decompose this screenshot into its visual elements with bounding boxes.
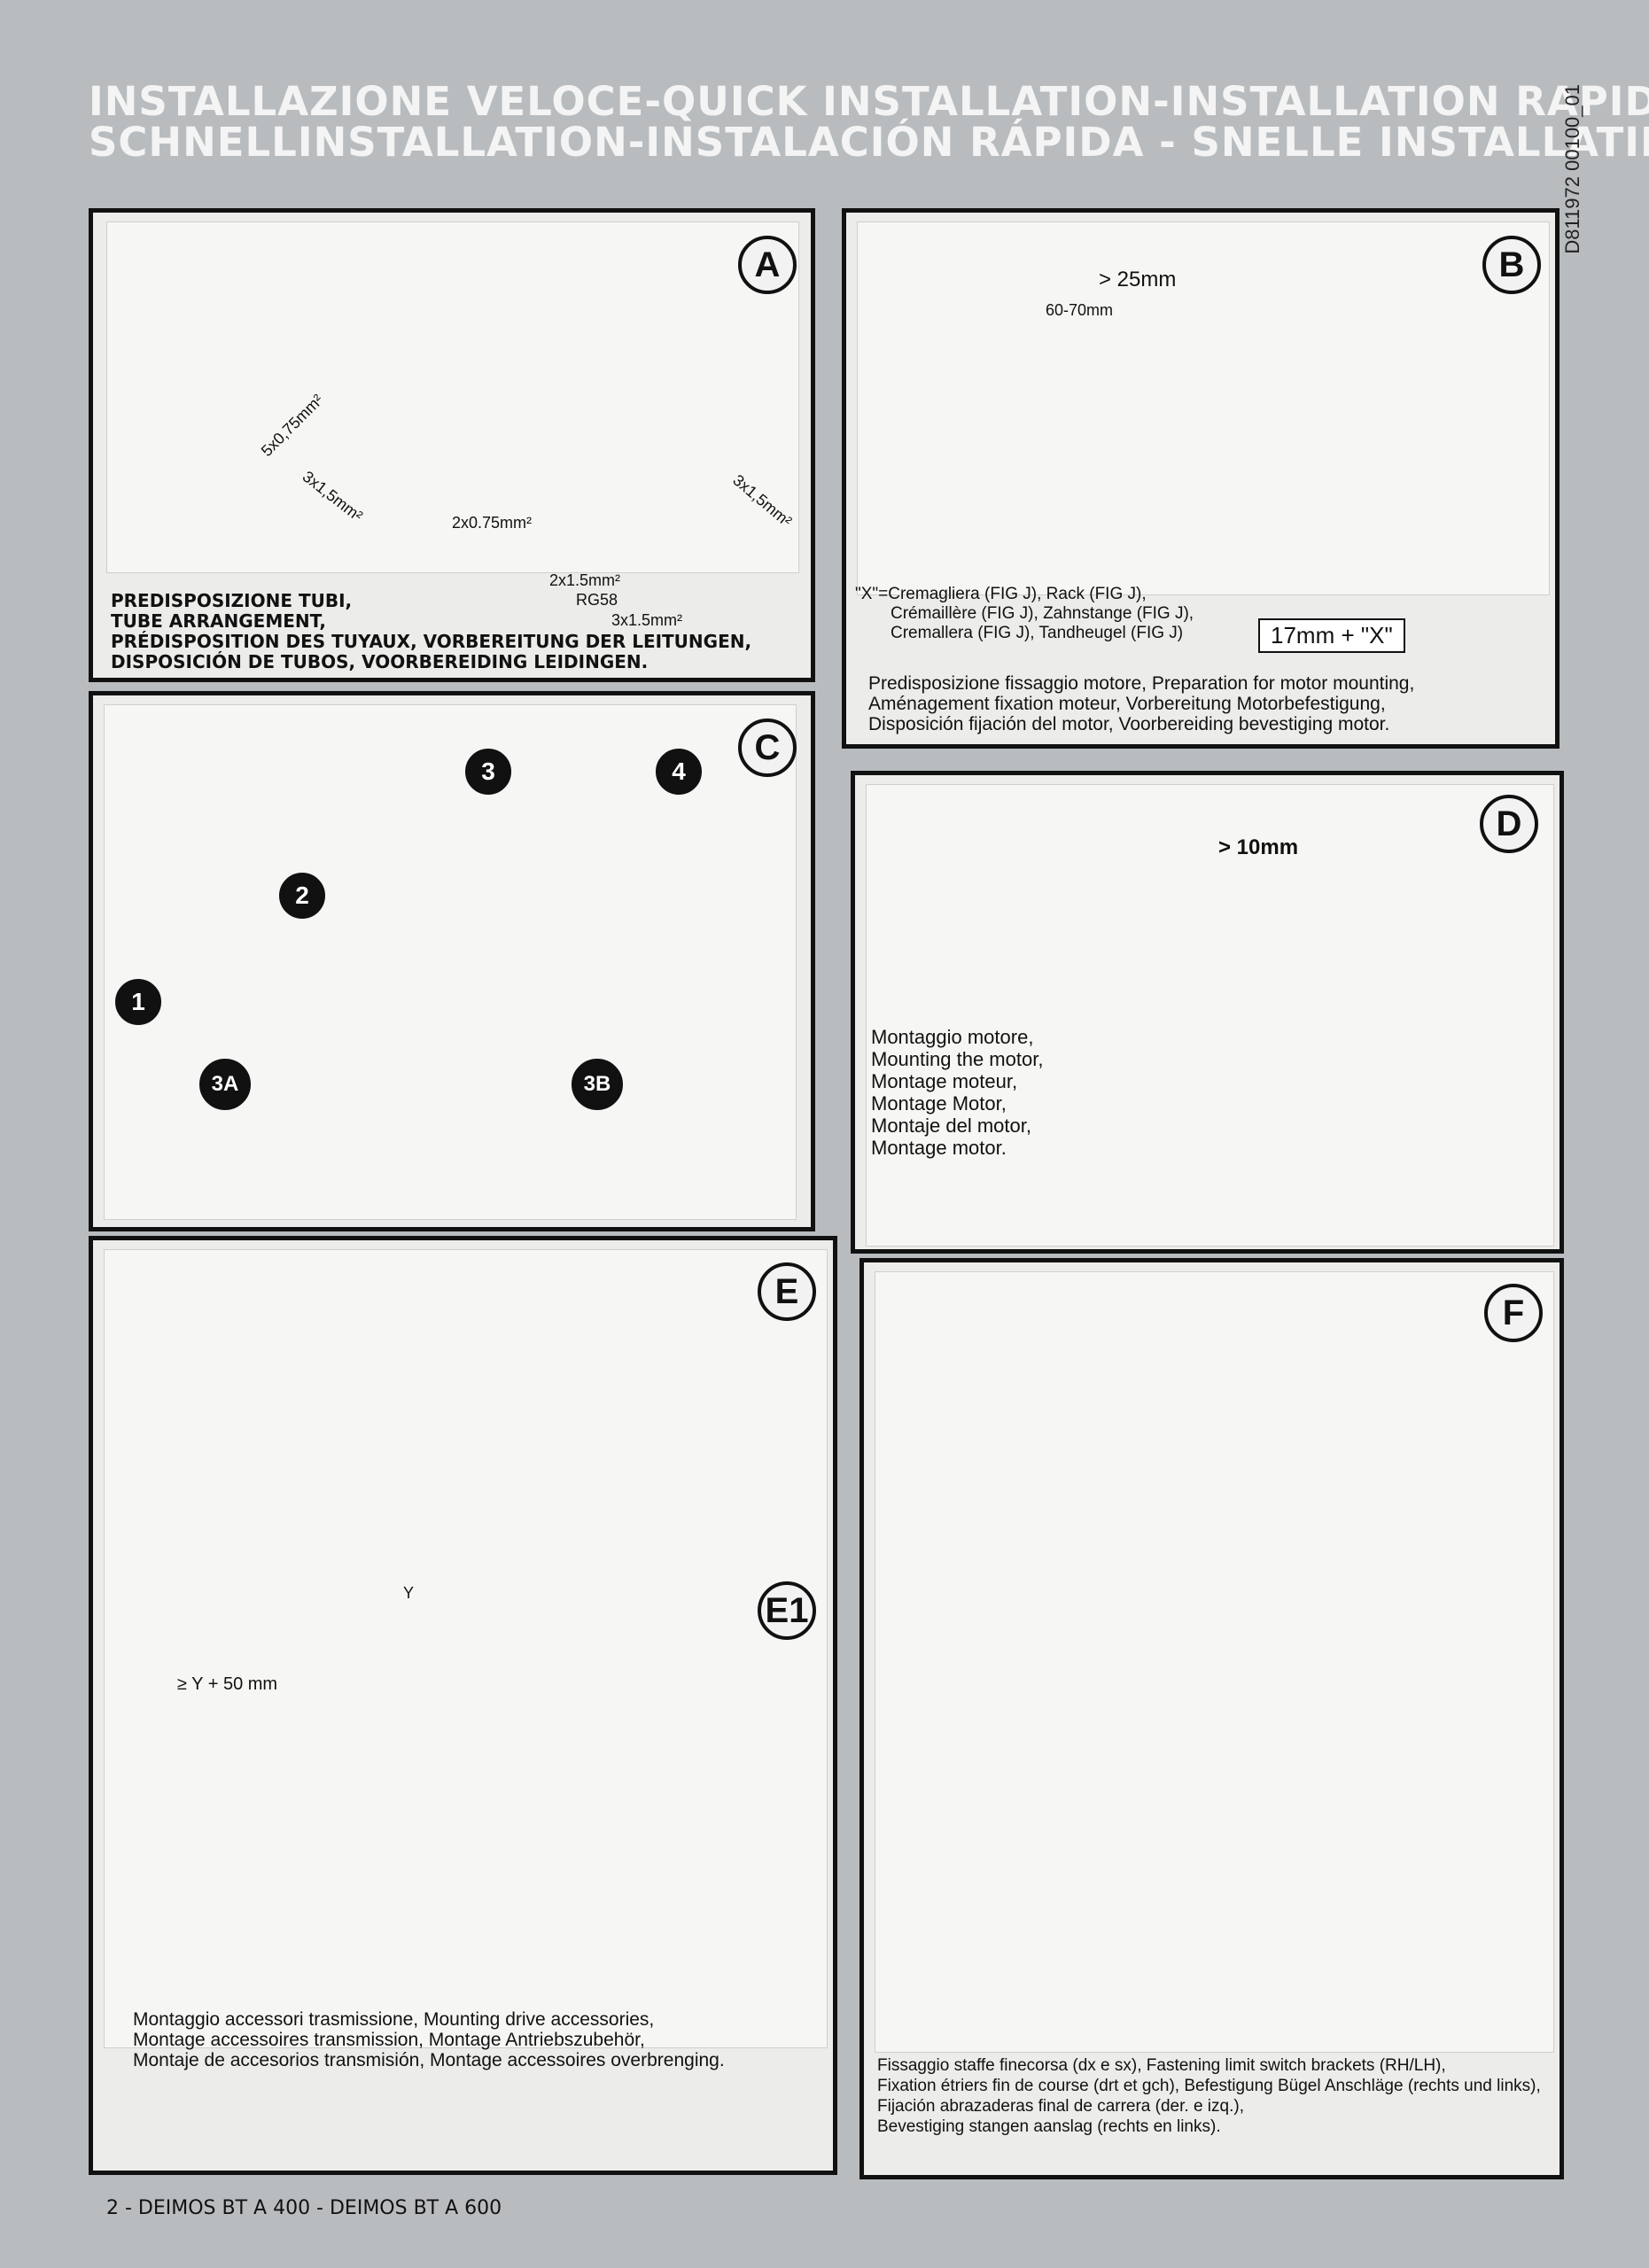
panel-badge: D bbox=[1480, 795, 1538, 853]
panel-caption: Predisposizione fissaggio motore, Prepar… bbox=[868, 673, 1414, 734]
panel-badge: E1 bbox=[758, 1581, 816, 1640]
caption-line: PREDISPOSIZIONE TUBI, bbox=[111, 590, 353, 611]
caption-line: Montage moteur, bbox=[871, 1070, 1018, 1092]
panel-d: D > 10mm Montaggio motore, Mounting the … bbox=[851, 771, 1564, 1254]
caption-line: Montage accessoires transmission, Montag… bbox=[133, 2030, 645, 2050]
panel-badge: B bbox=[1482, 236, 1541, 294]
step-badge: 3B bbox=[572, 1059, 623, 1110]
caption-line: Predisposizione fissaggio motore, Prepar… bbox=[868, 673, 1415, 694]
caption-line: PRÉDISPOSITION DES TUYAUX, VORBEREITUNG … bbox=[111, 631, 752, 652]
panel-e: E E1 Y ≥ Y + 50 mm Montaggio accessori t… bbox=[89, 1236, 837, 2175]
step-badge: 2 bbox=[279, 873, 325, 919]
caption-line: DISPOSICIÓN DE TUBOS, VOORBEREIDING LEID… bbox=[111, 651, 649, 672]
caption-line: Cremallera (FIG J), Tandheugel (FIG J) bbox=[891, 624, 1184, 642]
panel-badge: C bbox=[738, 718, 797, 777]
dimension-label: > 25mm bbox=[1099, 268, 1177, 291]
illustration-area bbox=[857, 221, 1550, 595]
caption-line: TUBE ARRANGEMENT, bbox=[111, 610, 327, 632]
illustration-area bbox=[104, 1249, 828, 2048]
panel-b: B > 25mm 60-70mm "X"=Cremagliera (FIG J)… bbox=[842, 208, 1560, 749]
page-header: INSTALLAZIONE VELOCE-QUICK INSTALLATION-… bbox=[89, 78, 1649, 166]
step-badge: 4 bbox=[656, 749, 702, 795]
caption-line: Fissaggio staffe finecorsa (dx e sx), Fa… bbox=[877, 2056, 1446, 2075]
caption-line: Montaggio accessori trasmissione, Mounti… bbox=[133, 2009, 655, 2030]
panel-f: F Fissaggio staffe finecorsa (dx e sx), … bbox=[860, 1258, 1564, 2179]
caption-line: Mounting the motor, bbox=[871, 1048, 1044, 1070]
cable-label: RG58 bbox=[576, 591, 618, 609]
dimension-label: > 10mm bbox=[1218, 835, 1299, 859]
panel-caption: Montaggio accessori trasmissione, Mounti… bbox=[133, 2009, 725, 2070]
caption-line: Crémaillère (FIG J), Zahnstange (FIG J), bbox=[891, 604, 1194, 623]
caption-line: Fixation étriers fin de course (drt et g… bbox=[877, 2077, 1541, 2095]
illustration-area bbox=[875, 1271, 1554, 2053]
panel-caption: Montaggio motore, Mounting the motor, Mo… bbox=[871, 1026, 1043, 1159]
step-badge: 1 bbox=[115, 979, 161, 1025]
caption-line: Montaje del motor, bbox=[871, 1115, 1031, 1137]
panel-c: C 1 2 3 4 3A 3B bbox=[89, 691, 815, 1231]
cable-label: 2x0.75mm² bbox=[452, 514, 533, 532]
panel-badge: F bbox=[1484, 1284, 1543, 1342]
dimension-label: ≥ Y + 50 mm bbox=[177, 1674, 278, 1694]
panel-a: A 5x0,75mm² 3x1,5mm² 2x0.75mm² 3x1,5mm² … bbox=[89, 208, 815, 682]
caption-line: Fijación abrazaderas final de carrera (d… bbox=[877, 2097, 1244, 2116]
cable-label: 3x1.5mm² bbox=[611, 611, 683, 629]
illustration-area bbox=[106, 221, 799, 573]
header-line-1: INSTALLAZIONE VELOCE-QUICK INSTALLATION-… bbox=[89, 78, 1649, 125]
illustration-area bbox=[866, 784, 1554, 1247]
step-badge: 3A bbox=[199, 1059, 251, 1110]
document-id: D811972 00100_01 bbox=[1561, 84, 1583, 254]
caption-line: Montage motor. bbox=[871, 1137, 1007, 1159]
dimension-label: Y bbox=[403, 1584, 415, 1602]
cable-label: 2x1.5mm² bbox=[549, 571, 621, 589]
caption-line: Aménagement fixation moteur, Vorbereitun… bbox=[868, 694, 1386, 714]
step-badge: 3 bbox=[465, 749, 511, 795]
dimension-box: 17mm + "X" bbox=[1258, 618, 1405, 653]
panel-badge: A bbox=[738, 236, 797, 294]
caption-line: Montaje de accesorios transmisión, Monta… bbox=[133, 2050, 725, 2070]
dimension-label: 60-70mm bbox=[1046, 301, 1114, 319]
x-note: "X"=Cremagliera (FIG J), Rack (FIG J), C… bbox=[855, 585, 1194, 643]
panel-caption: Fissaggio staffe finecorsa (dx e sx), Fa… bbox=[877, 2055, 1541, 2137]
caption-line: Montage Motor, bbox=[871, 1092, 1007, 1115]
caption-line: Disposición fijación del motor, Voorbere… bbox=[868, 714, 1390, 734]
caption-line: Bevestiging stangen aanslag (rechts en l… bbox=[877, 2117, 1221, 2136]
caption-line: Montaggio motore, bbox=[871, 1026, 1034, 1048]
panel-badge: E bbox=[758, 1262, 816, 1321]
header-line-2: SCHNELLINSTALLATION-INSTALACIÓN RÁPIDA -… bbox=[89, 119, 1649, 166]
panel-caption: PREDISPOSIZIONE TUBI, TUBE ARRANGEMENT, … bbox=[111, 591, 751, 672]
caption-line: "X"=Cremagliera (FIG J), Rack (FIG J), bbox=[855, 585, 1147, 603]
page-footer: 2 - DEIMOS BT A 400 - DEIMOS BT A 600 bbox=[106, 2197, 502, 2219]
